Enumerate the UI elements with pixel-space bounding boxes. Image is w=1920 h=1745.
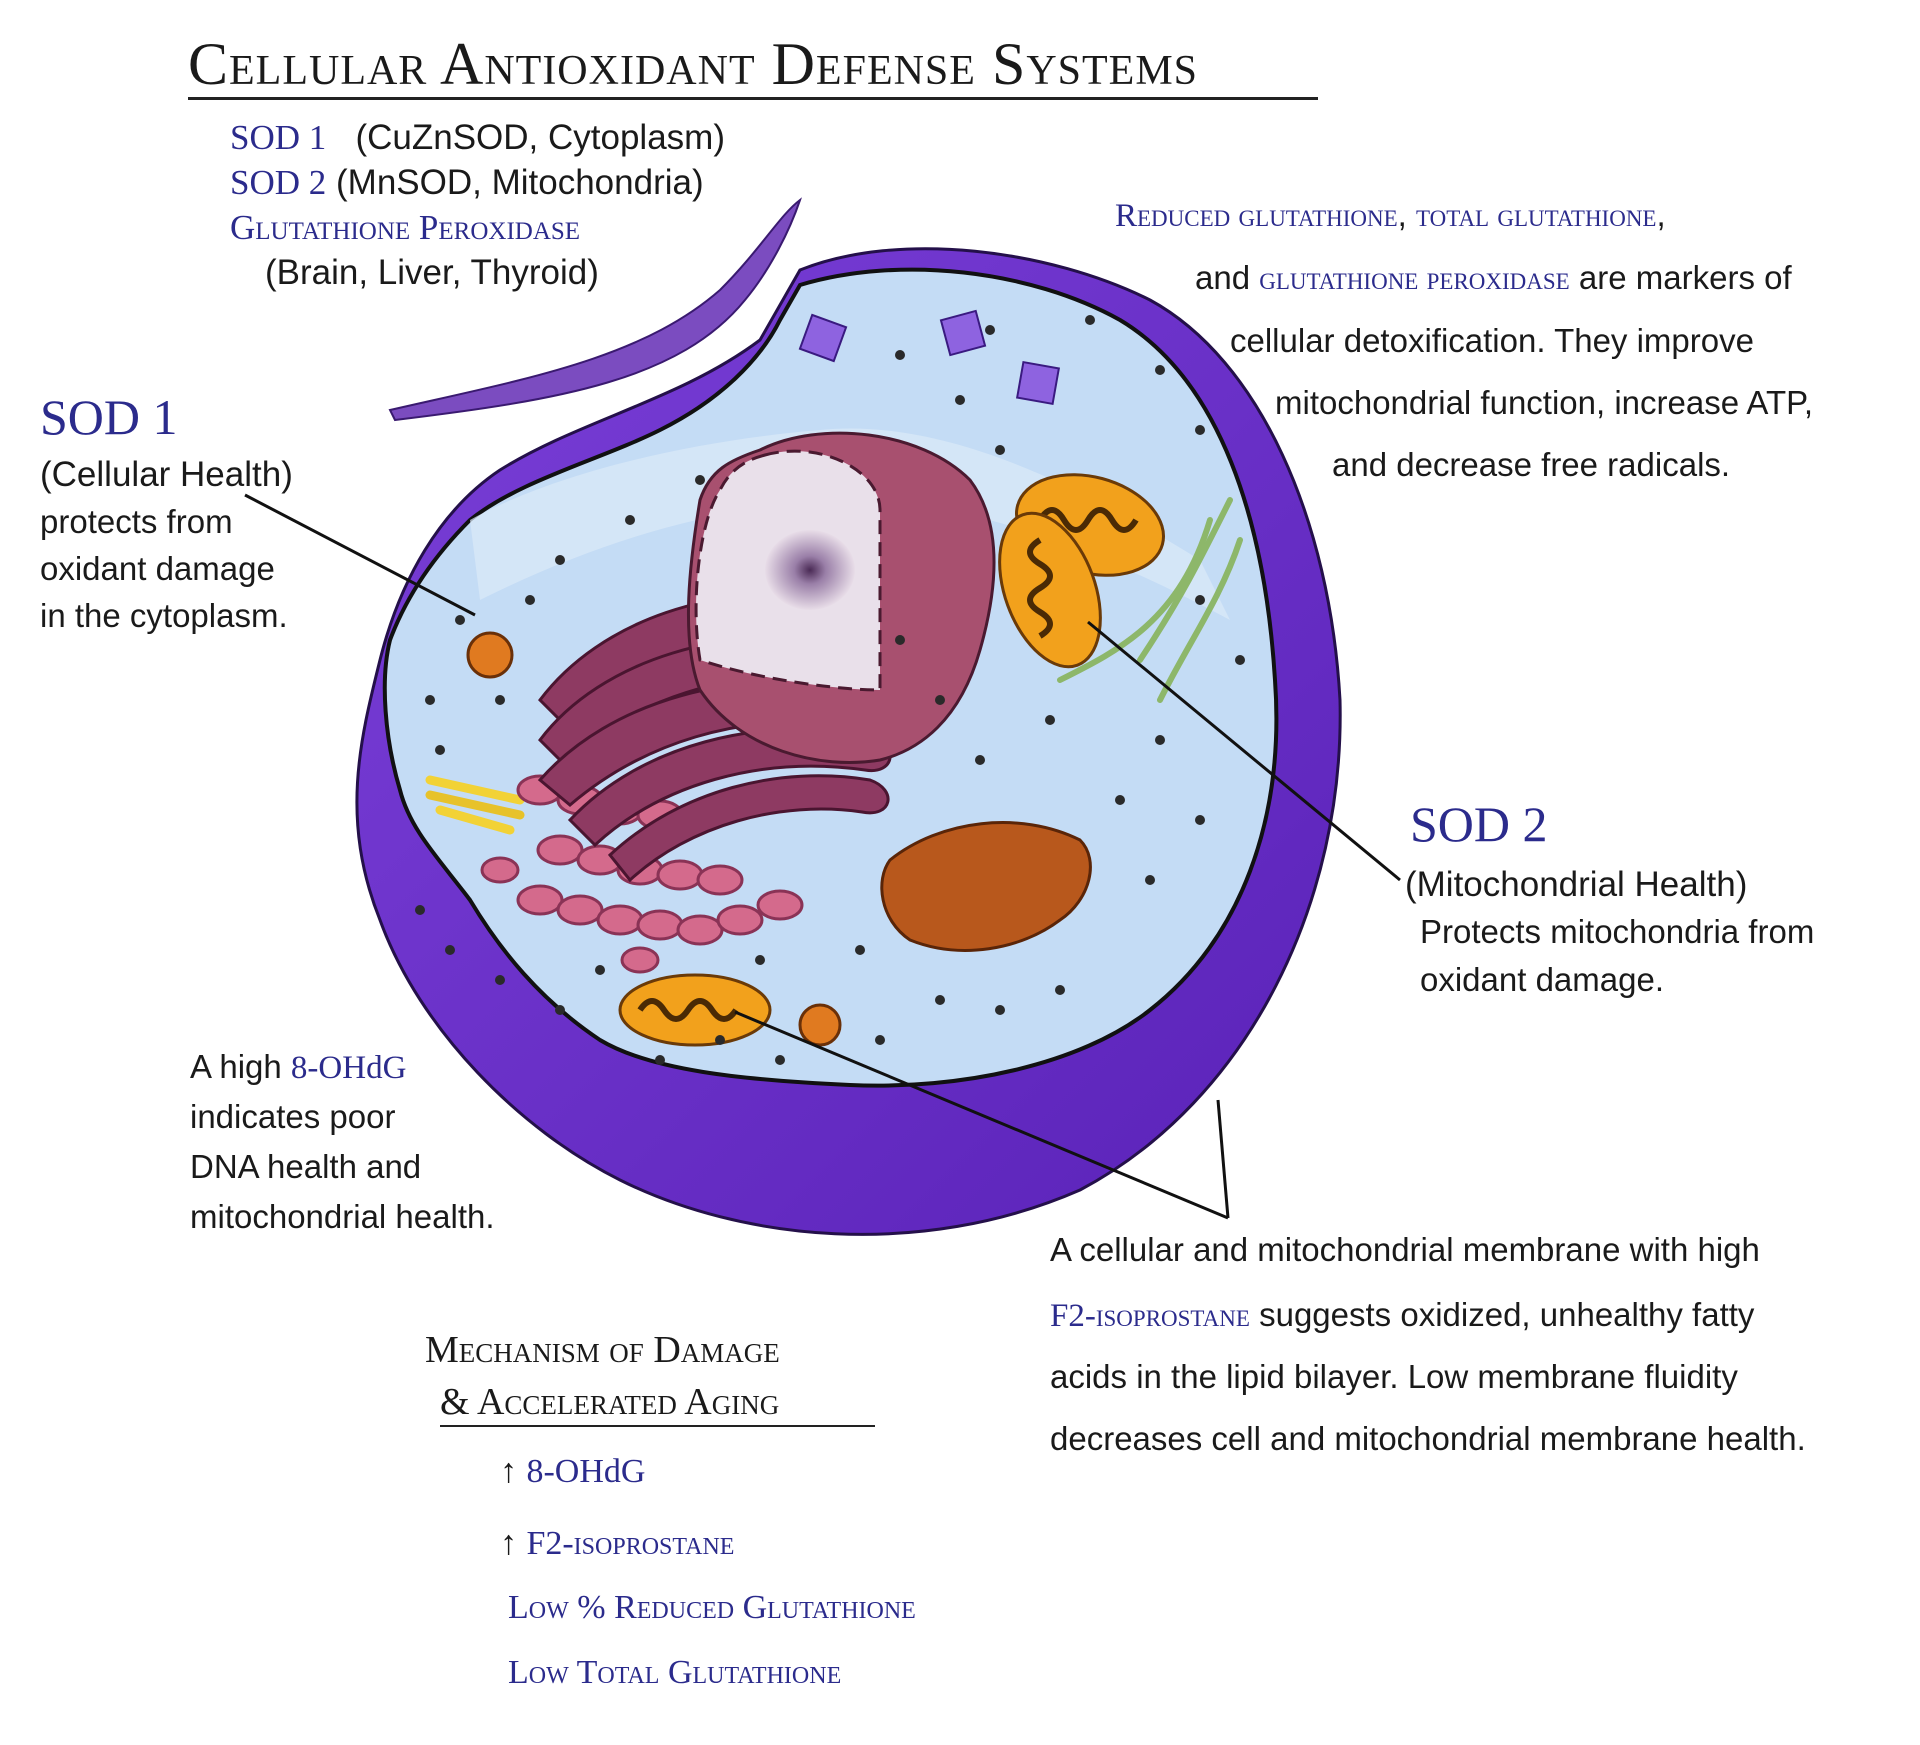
sod2-callout-name: SOD 2 <box>1410 796 1548 852</box>
membrane-line2-suffix: suggests oxidized, unhealthy fatty <box>1259 1296 1755 1333</box>
glutathione-suffix: are markers of <box>1578 259 1792 296</box>
ohdg-note-line2: indicates poor <box>190 1098 396 1135</box>
sod2-callout-line1: Protects mitochondria from <box>1420 913 1815 950</box>
mechanism-heading-2: & Accelerated Aging <box>440 1381 780 1423</box>
sep-1: , <box>1397 196 1407 233</box>
title-underline <box>188 97 1318 100</box>
centrioles <box>425 775 525 835</box>
sod1-callout-line3: in the cytoplasm. <box>40 597 288 634</box>
mechanism-item-1: ↑ 8-OHdG <box>500 1440 645 1503</box>
sod1-callout-subtitle: (Cellular Health) <box>40 455 293 494</box>
header-sod1-row: SOD 1 (CuZnSOD, Cytoplasm) <box>230 115 725 160</box>
header-sod2-name: SOD 2 <box>230 163 327 202</box>
sod1-callout-line2: oxidant damage <box>40 550 275 587</box>
membrane-note-line1: A cellular and mitochondrial membrane wi… <box>1050 1231 1760 1268</box>
sep-2: , <box>1656 196 1666 233</box>
header-sod1-name: SOD 1 <box>230 118 327 157</box>
membrane-note-line2: F2-isoprostane suggests oxidized, unheal… <box>1050 1290 1754 1341</box>
membrane-note-line3: acids in the lipid bilayer. Low membrane… <box>1050 1358 1738 1395</box>
smooth-er <box>880 821 1092 952</box>
mechanism-item-1-label: 8-OHdG <box>526 1453 646 1490</box>
nucleus <box>686 431 996 764</box>
flagellum <box>388 197 802 422</box>
mechanism-heading-1: Mechanism of Damage <box>425 1329 780 1371</box>
mechanism-item-3: Low % Reduced Glutathione <box>508 1589 916 1626</box>
header-sod2-row: SOD 2 (MnSOD, Mitochondria) <box>230 160 704 205</box>
leader-lines <box>244 493 1401 1220</box>
ohdg-note-line3: DNA health and <box>190 1148 422 1185</box>
header-sod1-detail: (CuZnSOD, Cytoplasm) <box>355 118 725 157</box>
up-arrow-icon: ↑ <box>500 1452 517 1490</box>
term-f2-isoprostane: F2-isoprostane <box>1050 1298 1250 1334</box>
glutathione-note-line1: Reduced glutathione, total glutathione, <box>1115 190 1666 241</box>
glutathione-note-line2: and glutathione peroxidase are markers o… <box>1195 253 1792 304</box>
glutathione-note-line3: cellular detoxification. They improve <box>1230 322 1754 359</box>
header-sod2-detail: (MnSOD, Mitochondria) <box>336 163 704 202</box>
term-reduced-glutathione: Reduced glutathione <box>1115 198 1398 234</box>
ohdg-note-line1: A high 8-OHdG <box>190 1042 406 1093</box>
term-glutathione-peroxidase: glutathione peroxidase <box>1259 261 1570 297</box>
cytoskeleton <box>1057 497 1243 703</box>
term-total-glutathione: total glutathione <box>1416 198 1657 234</box>
glutathione-note-line4: mitochondrial function, increase ATP, <box>1275 384 1814 421</box>
ohdg-prefix: A high <box>190 1048 282 1085</box>
mechanism-item-2-label: F2-isoprostane <box>526 1525 735 1562</box>
term-8-ohdg: 8-OHdG <box>290 1050 407 1086</box>
sod2-callout-subtitle: (Mitochondrial Health) <box>1405 865 1748 904</box>
glutathione-and: and <box>1195 259 1251 296</box>
lysosomes <box>466 631 842 1047</box>
sod1-callout-name: SOD 1 <box>40 389 178 445</box>
mechanism-item-4: Low Total Glutathione <box>508 1654 842 1691</box>
glutathione-note-line5: and decrease free radicals. <box>1332 446 1731 483</box>
mechanism-item-2: ↑ F2-isoprostane <box>500 1512 734 1575</box>
endoplasmic-reticulum <box>480 774 804 974</box>
ribosomes <box>415 315 1245 1065</box>
mitochondria <box>618 473 1166 1047</box>
header-gpx-detail: (Brain, Liver, Thyroid) <box>265 253 599 292</box>
sod2-callout-line2: oxidant damage. <box>1420 961 1665 998</box>
page-title: Cellular Antioxidant Defense Systems <box>188 31 1199 97</box>
mechanism-heading-rule <box>440 1425 875 1427</box>
ohdg-note-line4: mitochondrial health. <box>190 1198 495 1235</box>
sod1-callout-line1: protects from <box>40 503 233 540</box>
membrane-note-line4: decreases cell and mitochondrial membran… <box>1050 1420 1806 1457</box>
header-gpx-name: Glutathione Peroxidase <box>230 208 581 247</box>
up-arrow-icon: ↑ <box>500 1524 517 1562</box>
peroxisomes <box>798 309 1061 406</box>
